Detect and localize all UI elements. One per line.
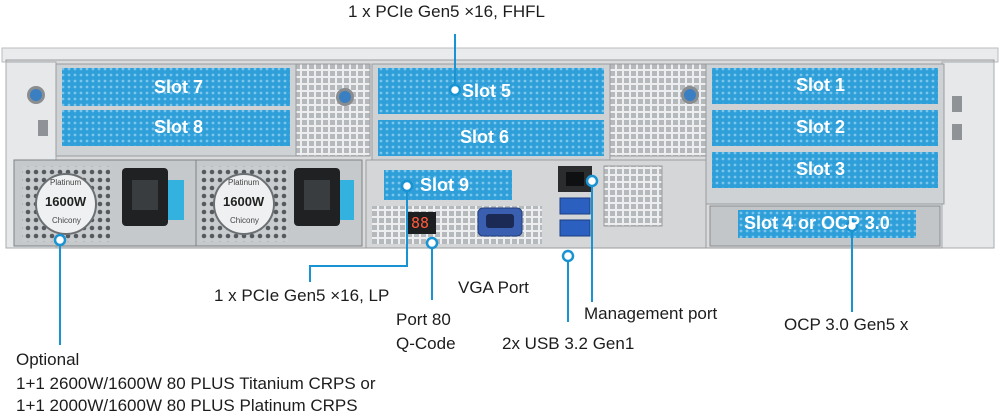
psu-2-badge-top: Platinum <box>228 178 260 187</box>
psu-1-badge-bottom: Chicony <box>52 216 81 225</box>
psu-2 <box>195 159 363 247</box>
psu-2-badge-watt: 1600W <box>223 194 265 209</box>
slot-8 <box>62 110 290 146</box>
psu-1 <box>13 159 199 247</box>
callout-psu-line2: 1+1 2600W/1600W 80 PLUS Titanium CRPS or <box>16 374 376 393</box>
slot-8-label: Slot 8 <box>154 117 204 137</box>
slot-3 <box>712 152 938 188</box>
right-ear <box>941 61 995 249</box>
psu-2-badge-bottom: Chicony <box>230 216 259 225</box>
psu-1-badge-top: Platinum <box>50 178 82 187</box>
callout-port80-line1: Port 80 <box>396 310 451 329</box>
slot-5 <box>378 68 604 114</box>
callout-dots <box>53 83 859 263</box>
qcode-digits: 88 <box>411 214 430 232</box>
callout-ocp: OCP 3.0 Gen5 x <box>784 315 909 334</box>
slot-5-label: Slot 5 <box>462 81 512 101</box>
slot-2-label: Slot 2 <box>796 117 846 137</box>
callout-mgmt: Management port <box>584 304 718 323</box>
vga-port-icon <box>477 207 523 237</box>
qcode-display <box>408 212 436 234</box>
callout-psu-line3: 1+1 2000W/1600W 80 PLUS Platinum CRPS <box>16 396 358 415</box>
callout-lp-pcie: 1 x PCIe Gen5 ×16, LP <box>214 286 390 305</box>
callout-port80-line2: Q-Code <box>396 334 456 353</box>
slot-6-label: Slot 6 <box>460 127 510 147</box>
callout-usb: 2x USB 3.2 Gen1 <box>502 334 635 353</box>
psu-1-badge-watt: 1600W <box>45 194 87 209</box>
callout-lines <box>59 34 853 345</box>
slot-4-label: Slot 4 or OCP 3.0 <box>744 213 890 233</box>
slot-9-label: Slot 9 <box>420 175 470 195</box>
callout-top-pcie: 1 x PCIe Gen5 ×16, FHFL <box>348 2 546 21</box>
slot-7-label: Slot 7 <box>154 77 204 97</box>
callout-psu-line1: Optional <box>16 350 80 369</box>
screw-icon <box>27 86 699 106</box>
slot-1-label: Slot 1 <box>796 75 846 95</box>
slot-4 <box>738 210 916 238</box>
slot-7 <box>62 68 290 106</box>
callout-vga: VGA Port <box>458 278 529 297</box>
slot-6 <box>378 120 604 156</box>
slot-3-label: Slot 3 <box>796 159 846 179</box>
slot-2 <box>712 110 938 146</box>
slot-1 <box>712 68 938 104</box>
usb-port-icon <box>559 197 591 237</box>
